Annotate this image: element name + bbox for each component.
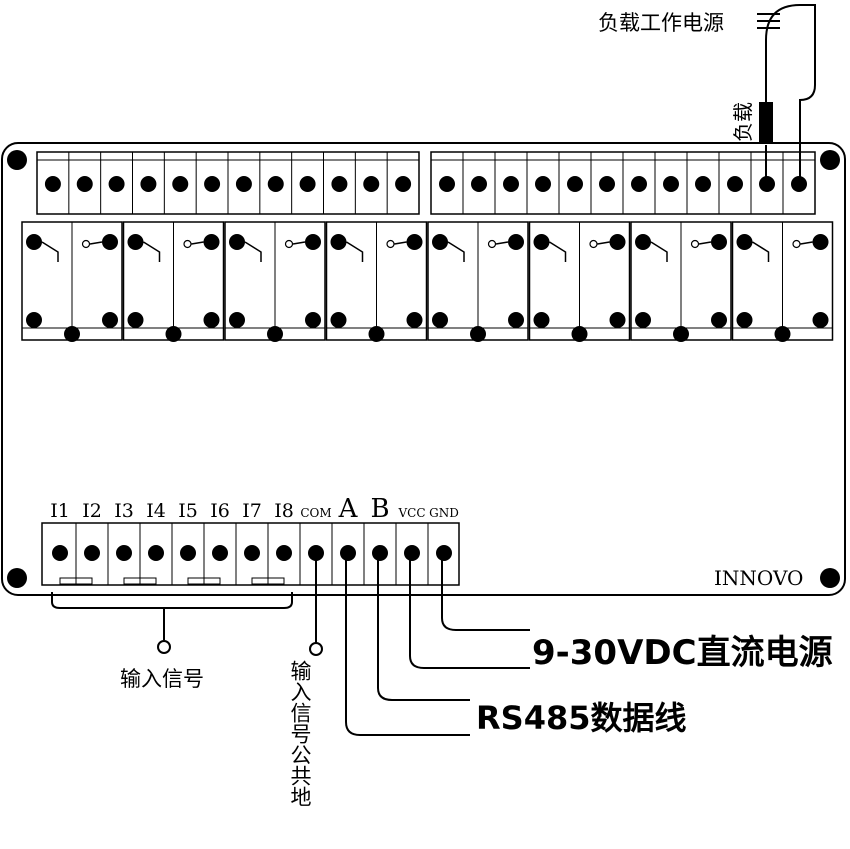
- top-terminal-15: [503, 176, 519, 192]
- top-terminal-5: [172, 176, 189, 192]
- load-label: 负载: [731, 102, 755, 142]
- bottom-terminal-5: [180, 545, 196, 561]
- rs485-b-lead: [377, 553, 470, 701]
- top-terminal-2: [76, 176, 93, 192]
- input-signal-label: 输入信号: [120, 667, 204, 691]
- relay-4: [325, 221, 428, 342]
- input-signal-bracket: [51, 592, 293, 654]
- top-terminal-6: [204, 176, 221, 192]
- bottom-terminal-4: [148, 545, 164, 561]
- load-component: [759, 102, 773, 142]
- top-terminal-23: [759, 176, 775, 192]
- bottom-terminal-12: [404, 545, 420, 561]
- top-terminal-3: [108, 176, 125, 192]
- top-terminal-7: [235, 176, 252, 192]
- input-label-3: I3: [114, 500, 134, 522]
- load-wiring: [757, 4, 816, 182]
- top-terminal-8: [267, 176, 284, 192]
- top-terminal-11: [363, 176, 380, 192]
- top-terminal-18: [599, 176, 615, 192]
- brand-label: INNOVO: [714, 566, 803, 590]
- bottom-terminal-2: [84, 545, 100, 561]
- bottom-terminal-11: [372, 545, 388, 561]
- top-terminal-14: [471, 176, 487, 192]
- relay-6: [528, 221, 631, 342]
- input-label-2: I2: [82, 500, 102, 522]
- top-terminal-24: [791, 176, 807, 192]
- com-label: COM: [300, 506, 331, 520]
- top-terminal-21: [695, 176, 711, 192]
- top-terminal-1: [44, 176, 61, 192]
- relay-2: [122, 221, 225, 342]
- b-label: B: [370, 494, 389, 524]
- mounting-hole-bottom-right: [820, 568, 840, 588]
- gnd-label: GND: [429, 506, 459, 520]
- mounting-hole-bottom-left: [7, 568, 27, 588]
- input-label-4: I4: [146, 500, 166, 522]
- top-terminal-22: [727, 176, 743, 192]
- input-label-8: I8: [274, 500, 294, 522]
- mounting-hole-top-right: [820, 150, 840, 170]
- bottom-terminal-1: [52, 545, 68, 561]
- vcc-label: VCC: [397, 506, 425, 520]
- top-terminal-9: [299, 176, 316, 192]
- bottom-terminal-7: [244, 545, 260, 561]
- relay-7: [630, 221, 732, 342]
- top-terminal-20: [663, 176, 679, 192]
- input-label-7: I7: [242, 500, 262, 522]
- top-terminal-block-right: [430, 151, 816, 215]
- bottom-terminal-10: [340, 545, 356, 561]
- input-label-1: I1: [50, 500, 70, 522]
- bottom-terminal-13: [436, 545, 452, 561]
- com-lead: [309, 553, 323, 656]
- relay-8: [731, 221, 834, 342]
- bottom-terminal-block: [41, 522, 460, 586]
- top-terminal-17: [567, 176, 583, 192]
- input-label-5: I5: [178, 500, 198, 522]
- bottom-terminal-8: [276, 545, 292, 561]
- vcc-lead: [409, 553, 530, 669]
- mounting-hole-top-left: [7, 150, 27, 170]
- rs485-label: RS485数据线: [476, 699, 687, 737]
- relay-3: [224, 221, 326, 342]
- top-terminal-19: [631, 176, 647, 192]
- input-common-ground-label: 输入信号公共地: [288, 660, 312, 807]
- top-terminal-4: [140, 176, 157, 192]
- relay-1: [21, 221, 123, 342]
- top-terminal-10: [331, 176, 348, 192]
- gnd-lead: [441, 553, 530, 631]
- board-outline: [1, 142, 846, 596]
- bottom-terminal-6: [212, 545, 228, 561]
- top-terminal-block-left: [36, 151, 420, 215]
- a-label: A: [338, 494, 359, 524]
- top-terminal-13: [439, 176, 455, 192]
- load-power-label: 负载工作电源: [598, 11, 724, 35]
- relay-5: [427, 221, 529, 342]
- bottom-terminal-3: [116, 545, 132, 561]
- top-terminal-16: [535, 176, 551, 192]
- rs485-a-lead: [345, 553, 470, 736]
- top-terminal-12: [395, 176, 412, 192]
- power-label: 9-30VDC直流电源: [532, 633, 833, 673]
- input-label-6: I6: [210, 500, 230, 522]
